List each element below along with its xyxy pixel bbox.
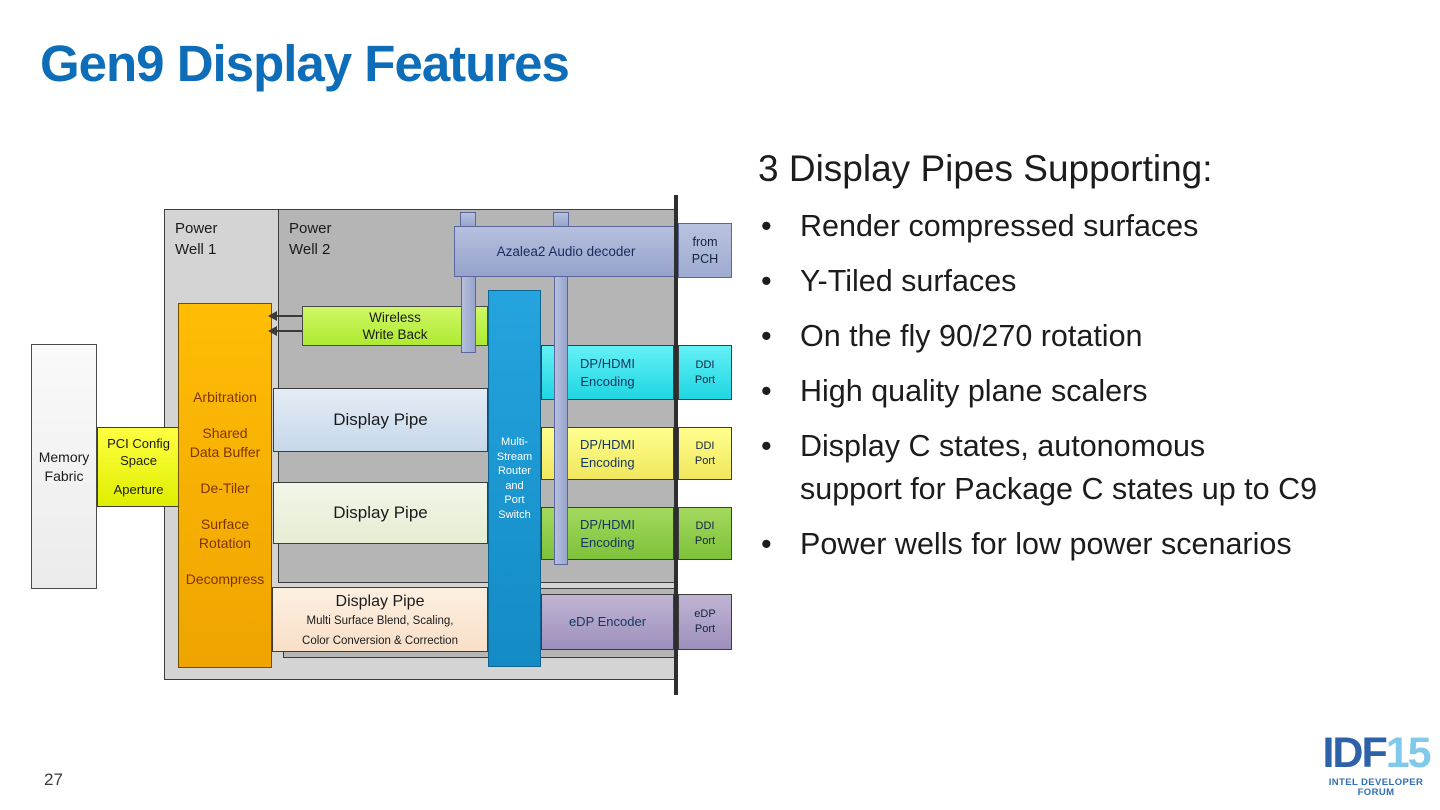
idf-logo-text: IDF (1322, 729, 1387, 777)
aperture-label: Aperture (113, 482, 164, 497)
bullet-item: High quality plane scalers (758, 370, 1430, 413)
idf15-logo: IDF15 INTEL DEVELOPER FORUM (1318, 732, 1434, 797)
bullet-list: Render compressed surfaces Y-Tiled surfa… (758, 205, 1430, 566)
bullet-item: On the fly 90/270 rotation (758, 315, 1430, 358)
display-pipe-3-box: Display Pipe Multi Surface Blend, Scalin… (272, 587, 488, 652)
idf-logo-subtitle: INTEL DEVELOPER FORUM (1328, 777, 1424, 798)
ddi-port-cyan-box: DDI Port (678, 345, 732, 400)
from-pch-box: from PCH (678, 223, 732, 278)
page-title: Gen9 Display Features (40, 35, 570, 92)
page-number: 27 (44, 770, 63, 789)
bullet-item: Display C states, autonomous support for… (758, 425, 1430, 511)
arrow-left-icon (268, 326, 302, 336)
display-pipe-1-box: Display Pipe (273, 388, 488, 452)
pci-config-space-label: PCI Config Space (107, 436, 170, 468)
bullet-item: Y-Tiled surfaces (758, 260, 1430, 303)
de-tiler-label: De-Tiler (200, 480, 250, 496)
multi-stream-router-box: Multi- Stream Router and Port Switch (488, 290, 541, 667)
azalea-audio-decoder-box: Azalea2 Audio decoder (454, 226, 678, 277)
idf15-logo-mark: IDF15 (1318, 732, 1434, 775)
wireless-write-back-box: Wireless Write Back (302, 306, 488, 346)
edp-encoder-box: eDP Encoder (541, 594, 674, 650)
arrow-left-icon (268, 311, 302, 321)
idf-logo-year: 15 (1385, 729, 1432, 777)
display-pipe-3-title: Display Pipe (335, 593, 425, 610)
decompress-label: Decompress (185, 571, 265, 587)
edp-port-box: eDP Port (678, 594, 732, 650)
ddi-port-green-box: DDI Port (678, 507, 732, 560)
ddi-port-yellow-box: DDI Port (678, 427, 732, 480)
feature-panel: 3 Display Pipes Supporting: Render compr… (758, 146, 1430, 578)
power-well-1-label: Power Well 1 (175, 220, 218, 258)
bullet-item: Power wells for low power scenarios (758, 523, 1430, 566)
feature-heading: 3 Display Pipes Supporting: (758, 148, 1213, 189)
arbitration-label: Arbitration (193, 389, 257, 405)
power-well-2-label: Power Well 2 (289, 220, 332, 258)
pch-boundary-line (674, 195, 678, 695)
pci-config-box: PCI Config Space Aperture (97, 427, 180, 507)
memory-fabric-box: Memory Fabric (31, 344, 97, 589)
surface-rotation-label: Surface Rotation (198, 516, 252, 551)
display-pipe-2-box: Display Pipe (273, 482, 488, 544)
display-engine-functions-box: Arbitration Shared Data Buffer De-Tiler … (178, 303, 272, 668)
display-pipe-3-subtitle: Multi Surface Blend, Scaling, Color Conv… (302, 615, 458, 647)
shared-data-buffer-label: Shared Data Buffer (189, 425, 261, 460)
azalea-descender-left (461, 276, 476, 353)
azalea-descender-right (554, 276, 568, 565)
bullet-item: Render compressed surfaces (758, 205, 1430, 248)
